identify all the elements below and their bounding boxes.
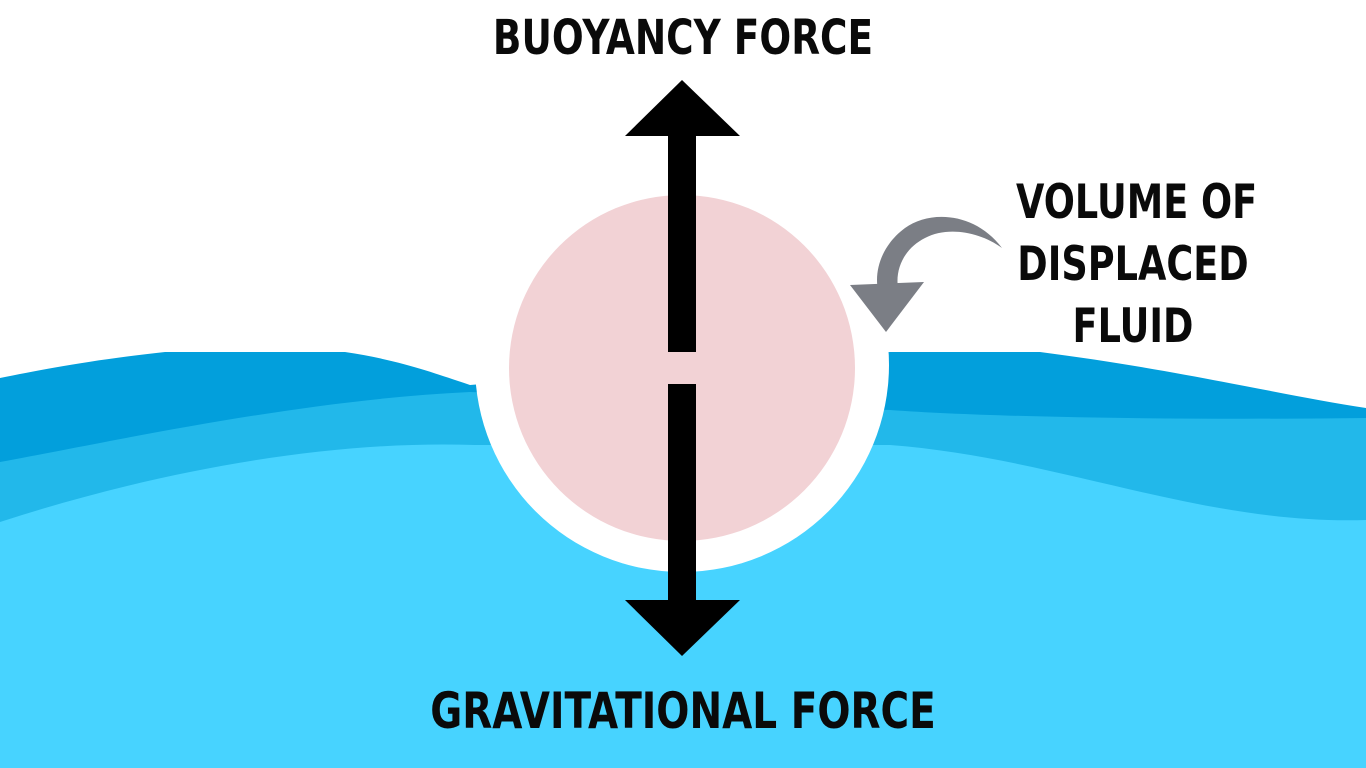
displaced-fluid-callout: VOLUME OF DISPLACED FLUID bbox=[1016, 172, 1258, 358]
callout-line: VOLUME OF bbox=[1016, 175, 1258, 230]
buoyancy-force-label: BUOYANCY FORCE bbox=[492, 10, 874, 66]
arrow-down-icon bbox=[625, 384, 740, 656]
gravitational-force-label: GRAVITATIONAL FORCE bbox=[430, 682, 936, 740]
sphere-object bbox=[509, 195, 855, 541]
arrow-up-icon bbox=[625, 80, 740, 352]
curved-arrow-icon bbox=[850, 216, 1002, 332]
callout-line: DISPLACED bbox=[1017, 237, 1249, 292]
callout-line: FLUID bbox=[1072, 299, 1194, 354]
